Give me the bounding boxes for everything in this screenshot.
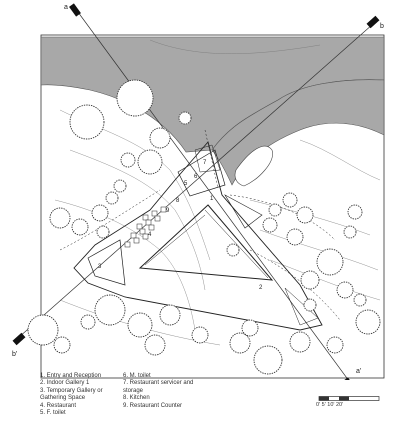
legend-item: 8. Kitchen [123, 395, 150, 402]
scale-bar-graphic [318, 396, 380, 401]
trees [27, 79, 381, 375]
gathering-space-outline [87, 239, 126, 286]
room-number-1: 1 [210, 196, 214, 202]
scale-bar-labels: 0' 5' 10' 20' [316, 402, 344, 408]
legend-left: 1. Entry and Reception 2. Indoor Gallery… [40, 373, 103, 417]
legend-item: 9. Restaurant Counter [123, 402, 183, 409]
site-boundary [40, 34, 385, 379]
legend-item: Gathering Space [40, 395, 86, 402]
room-number-7: 7 [203, 160, 207, 166]
section-marker-b [366, 15, 380, 29]
section-label-a-prime: a' [356, 368, 361, 375]
section-label-b: b [380, 23, 384, 30]
room-number-9: 9 [166, 208, 170, 214]
section-lines [17, 7, 374, 380]
section-markers [12, 3, 380, 380]
room-number-4: 4 [148, 232, 152, 238]
restaurant-tables [124, 206, 167, 248]
road-island [234, 145, 273, 187]
legend-item: 2. Indoor Gallery 1 [40, 380, 90, 387]
section-marker-b-prime [12, 332, 26, 346]
legend-item: 7. Restaurant servicer and [123, 380, 194, 387]
legend-item: 6. M. toilet [123, 373, 151, 379]
building-outline [73, 141, 323, 331]
building [59, 129, 341, 331]
room-number-3: 3 [98, 264, 102, 270]
room-number-2: 2 [259, 285, 263, 291]
room-number-8: 8 [176, 198, 180, 204]
section-marker-a [69, 3, 81, 17]
room-number-5: 5 [184, 181, 188, 187]
legend-item: 3. Temporary Gallery or [40, 387, 103, 394]
room-number-6: 6 [194, 174, 198, 180]
legend-item: 5. F. toilet [40, 410, 66, 417]
section-label-a: a [64, 4, 68, 11]
legend-item: 4. Restaurant [40, 402, 77, 409]
scale-bar: 0' 5' 10' 20' [316, 396, 386, 414]
section-label-b-prime: b' [12, 351, 17, 358]
legend-right: 6. M. toilet 7. Restaurant servicer and … [123, 373, 193, 410]
gallery-triangle [138, 204, 274, 281]
legend-item: 1. Entry and Reception [40, 373, 102, 379]
site-plan: a b b' a' [12, 3, 385, 380]
legend-item: storage [123, 387, 144, 394]
